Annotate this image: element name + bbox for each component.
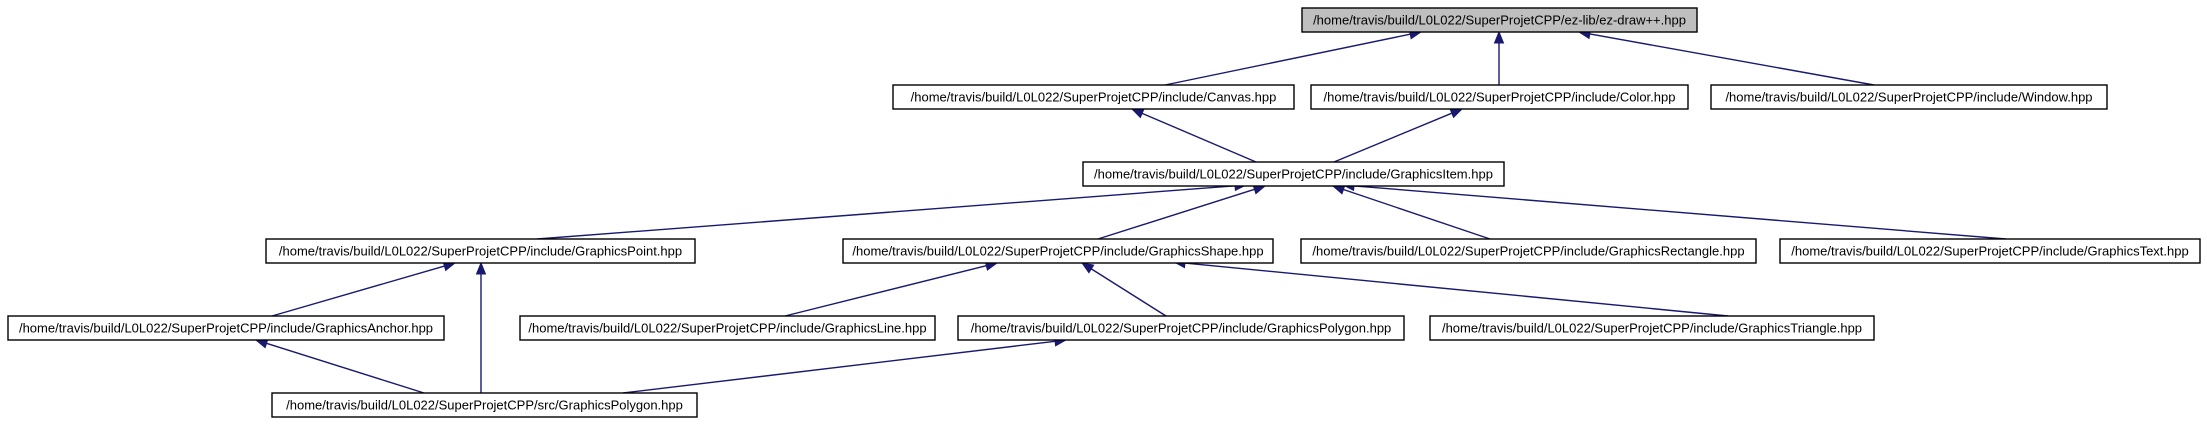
- edge-line: [266, 342, 425, 394]
- arrowhead-icon: [1130, 108, 1145, 119]
- edge-line: [784, 264, 987, 317]
- edge-text-to-item: [1341, 180, 2007, 240]
- edge-line: [1589, 33, 1875, 86]
- edge-srcpolygon-to-point: [475, 261, 487, 393]
- node-color[interactable]: /home/travis/build/L0L022/SuperProjetCPP…: [1310, 84, 1689, 110]
- edge-window-to-ezdraw: [1577, 28, 1875, 86]
- node-label: /home/travis/build/L0L022/SuperProjetCPP…: [279, 244, 682, 259]
- edge-line: [1090, 268, 1167, 317]
- edge-line: [622, 340, 1056, 394]
- node-label: /home/travis/build/L0L022/SuperProjetCPP…: [1442, 321, 1862, 336]
- node-label: /home/travis/build/L0L022/SuperProjetCPP…: [286, 398, 683, 413]
- node-label: /home/travis/build/L0L022/SuperProjetCPP…: [1312, 244, 1744, 259]
- node-ezdraw[interactable]: /home/travis/build/L0L022/SuperProjetCPP…: [1301, 7, 1698, 33]
- node-item[interactable]: /home/travis/build/L0L022/SuperProjetCPP…: [1082, 161, 1505, 187]
- node-box[interactable]: [1082, 161, 1505, 187]
- edge-line: [1097, 188, 1255, 240]
- node-srcpolygon[interactable]: /home/travis/build/L0L022/SuperProjetCPP…: [271, 392, 698, 418]
- node-polygon[interactable]: /home/travis/build/L0L022/SuperProjetCPP…: [957, 315, 1405, 341]
- node-label: /home/travis/build/L0L022/SuperProjetCPP…: [1313, 13, 1686, 28]
- edge-polygon-to-shape: [1080, 262, 1167, 317]
- edge-line: [1343, 188, 1491, 240]
- edge-srcpolygon-to-polygon: [622, 336, 1068, 394]
- edge-triangle-to-shape: [1172, 257, 1729, 317]
- node-label: /home/travis/build/L0L022/SuperProjetCPP…: [1094, 167, 1493, 182]
- arrowhead-icon: [1080, 262, 1095, 274]
- node-box[interactable]: [7, 315, 445, 341]
- node-box[interactable]: [842, 238, 1274, 264]
- edge-color-to-ezdraw: [1493, 30, 1505, 85]
- arrowhead-icon: [1449, 108, 1464, 119]
- edge-item-to-color: [1333, 108, 1464, 163]
- node-anchor[interactable]: /home/travis/build/L0L022/SuperProjetCPP…: [7, 315, 445, 341]
- edge-line-to-shape: [784, 260, 999, 317]
- node-label: /home/travis/build/L0L022/SuperProjetCPP…: [911, 90, 1277, 105]
- edge-line: [1141, 112, 1257, 163]
- node-label: /home/travis/build/L0L022/SuperProjetCPP…: [528, 321, 926, 336]
- edge-line: [536, 185, 1236, 240]
- node-box[interactable]: [957, 315, 1405, 341]
- edges-layer: [254, 28, 2007, 394]
- node-label: /home/travis/build/L0L022/SuperProjetCPP…: [852, 244, 1263, 259]
- edge-srcpolygon-to-anchor: [254, 338, 425, 394]
- node-label: /home/travis/build/L0L022/SuperProjetCPP…: [1725, 90, 2092, 105]
- node-box[interactable]: [265, 238, 696, 264]
- node-shape[interactable]: /home/travis/build/L0L022/SuperProjetCPP…: [842, 238, 1274, 264]
- node-canvas[interactable]: /home/travis/build/L0L022/SuperProjetCPP…: [892, 84, 1295, 110]
- edge-canvas-to-ezdraw: [1164, 29, 1423, 86]
- edge-line: [1164, 33, 1411, 86]
- arrowhead-icon: [475, 261, 487, 275]
- node-box[interactable]: [1779, 238, 2201, 264]
- edge-rect-to-item: [1331, 184, 1491, 240]
- node-box[interactable]: [1300, 238, 1757, 264]
- node-label: /home/travis/build/L0L022/SuperProjetCPP…: [971, 321, 1392, 336]
- node-box[interactable]: [519, 315, 936, 341]
- nodes-layer: /home/travis/build/L0L022/SuperProjetCPP…: [7, 7, 2201, 418]
- node-box[interactable]: [1710, 84, 2108, 110]
- node-line[interactable]: /home/travis/build/L0L022/SuperProjetCPP…: [519, 315, 936, 341]
- node-label: /home/travis/build/L0L022/SuperProjetCPP…: [1791, 244, 2188, 259]
- node-box[interactable]: [892, 84, 1295, 110]
- node-box[interactable]: [1310, 84, 1689, 110]
- edge-line: [1333, 112, 1453, 163]
- node-label: /home/travis/build/L0L022/SuperProjetCPP…: [1324, 90, 1676, 105]
- node-text[interactable]: /home/travis/build/L0L022/SuperProjetCPP…: [1779, 238, 2201, 264]
- node-triangle[interactable]: /home/travis/build/L0L022/SuperProjetCPP…: [1429, 315, 1875, 341]
- edge-item-to-canvas: [1130, 108, 1257, 163]
- node-window[interactable]: /home/travis/build/L0L022/SuperProjetCPP…: [1710, 84, 2108, 110]
- edge-line: [271, 265, 445, 317]
- edge-anchor-to-point: [271, 261, 457, 317]
- node-label: /home/travis/build/L0L022/SuperProjetCPP…: [19, 321, 433, 336]
- node-box[interactable]: [271, 392, 698, 418]
- node-rect[interactable]: /home/travis/build/L0L022/SuperProjetCPP…: [1300, 238, 1757, 264]
- arrowhead-icon: [1493, 30, 1505, 44]
- edge-shape-to-item: [1097, 184, 1267, 240]
- node-point[interactable]: /home/travis/build/L0L022/SuperProjetCPP…: [265, 238, 696, 264]
- edge-line: [1353, 185, 2007, 240]
- node-box[interactable]: [1301, 7, 1698, 33]
- edge-line: [1184, 262, 1729, 317]
- edge-point-to-item: [536, 180, 1248, 240]
- node-box[interactable]: [1429, 315, 1875, 341]
